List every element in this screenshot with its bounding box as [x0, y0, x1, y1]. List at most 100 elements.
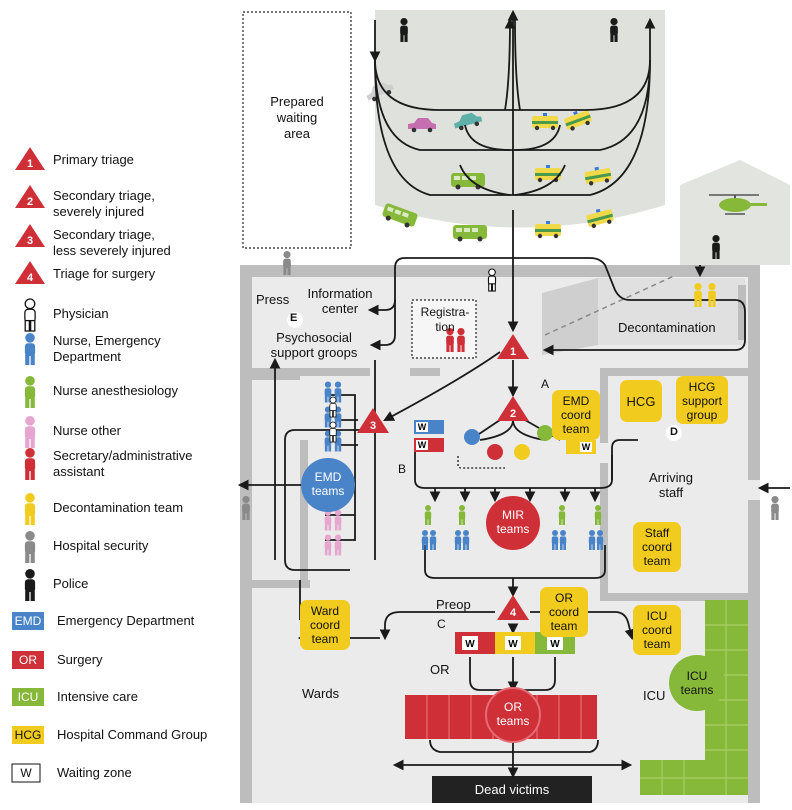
legend-triage-2-label: Secondary triage,severely injured — [53, 188, 155, 219]
zone-b-label: B — [398, 462, 407, 476]
icu-label: ICU — [643, 688, 666, 703]
zone-a-label: A — [541, 377, 550, 391]
icu-teams-circle — [669, 655, 725, 711]
legend-triage-1-label: Primary triage — [53, 152, 134, 167]
icu-room — [640, 600, 748, 795]
legend-people-label: Nurse other — [53, 423, 121, 438]
legend-triage-3-icon: 3 — [15, 224, 45, 247]
waiting-zone-letter: W — [582, 442, 591, 452]
triage-1-number: 1 — [510, 346, 516, 358]
legend-person-icon — [24, 569, 36, 601]
legend-people-label: Physician — [53, 306, 109, 321]
legend-unit-badge — [12, 651, 44, 669]
preop-label: Preop — [436, 597, 471, 612]
bus-icon — [453, 225, 487, 242]
or-coord-box — [540, 587, 588, 637]
dead-victims-box — [432, 776, 592, 803]
legend-unit-label: Emergency Department — [57, 613, 195, 628]
triage-2-number: 2 — [510, 408, 516, 420]
legend-people-icons — [24, 298, 36, 601]
legend-triage-3-label: Secondary triage,less severely injured — [53, 227, 171, 258]
legend-person-icon — [24, 493, 36, 525]
legend-triage-2-number: 2 — [27, 196, 33, 208]
triage-2-dots — [464, 425, 553, 460]
legend-unit-badge — [12, 612, 44, 630]
heliport-area — [680, 160, 790, 265]
legend-triage-3-number: 3 — [27, 235, 33, 247]
helicopter-icon — [709, 194, 767, 215]
hcg-label: HCG — [626, 394, 656, 409]
legend-triage-1-number: 1 — [27, 158, 33, 170]
registration-box — [411, 299, 477, 359]
legend-triage-4-label: Triage for surgery — [53, 266, 156, 281]
legend-triage-2-icon: 2 — [15, 185, 45, 208]
waiting-zone-letter: W — [550, 639, 560, 650]
legend-unit-label: Hospital Command Group — [57, 727, 208, 742]
triage-2-marker: 2 — [497, 396, 529, 421]
legend-person-icon — [24, 531, 36, 563]
waiting-zone-letter: W — [508, 639, 518, 650]
hcg-box — [620, 380, 662, 422]
legend-unit-abbr: W — [20, 766, 32, 780]
or-teams-circle — [485, 687, 541, 743]
triage-4-number: 4 — [510, 607, 517, 619]
legend-unit-abbr: EMD — [15, 614, 42, 628]
legend-unit-badge — [12, 726, 44, 744]
legend-unit-label: Surgery — [57, 652, 103, 667]
legend-person-outline-icon — [24, 298, 36, 332]
walls — [240, 265, 760, 803]
zone-e-circle — [287, 312, 303, 328]
prepared-waiting-area-box — [242, 11, 352, 249]
hcg-support-box — [676, 376, 728, 424]
legend-triage-4-icon: 4 — [15, 261, 45, 284]
triage-3-number: 3 — [370, 420, 376, 432]
legend-unit-abbr: HCG — [15, 728, 42, 742]
emd-coord-box — [552, 390, 600, 440]
legend-person-icon — [24, 448, 36, 480]
legend-unit-label: Intensive care — [57, 689, 138, 704]
legend-triage-1-icon: 1 — [15, 147, 45, 170]
coordination-boxes — [300, 376, 728, 655]
waiting-zones-triage-4: W W W — [455, 632, 575, 654]
decontamination-unit — [542, 278, 598, 355]
zone-c-label: C — [437, 617, 446, 631]
ward-coord-box — [300, 600, 350, 650]
legend-triage-4-number: 4 — [27, 272, 34, 284]
registration-label: Registra-tion — [420, 305, 470, 334]
staff-coord-box — [633, 522, 681, 572]
dead-victims-label: Dead victims — [474, 782, 550, 797]
waiting-zone-letter: W — [418, 422, 427, 432]
emd-teams-circle — [301, 458, 355, 512]
legend-people-label: Police — [53, 576, 89, 591]
zone-e-label: E — [290, 312, 298, 324]
press-label: Press — [256, 292, 290, 307]
legend-person-icon — [24, 416, 36, 448]
waiting-zone-letter: W — [465, 639, 475, 650]
wards-label: Wards — [302, 686, 340, 701]
triage-1-marker: 1 — [497, 334, 529, 359]
legend-person-icon — [24, 376, 36, 408]
triage-4-marker: 4 — [497, 595, 529, 620]
zone-d-label: D — [670, 426, 678, 438]
triage-3-marker: 3 — [357, 408, 389, 433]
legend-unit-abbr: ICU — [18, 690, 39, 704]
legend-people-label: Nurse anesthesiology — [53, 383, 179, 398]
physician-icon — [487, 268, 497, 292]
legend-people-label: Hospital security — [53, 538, 149, 553]
or-label: OR — [430, 662, 450, 677]
